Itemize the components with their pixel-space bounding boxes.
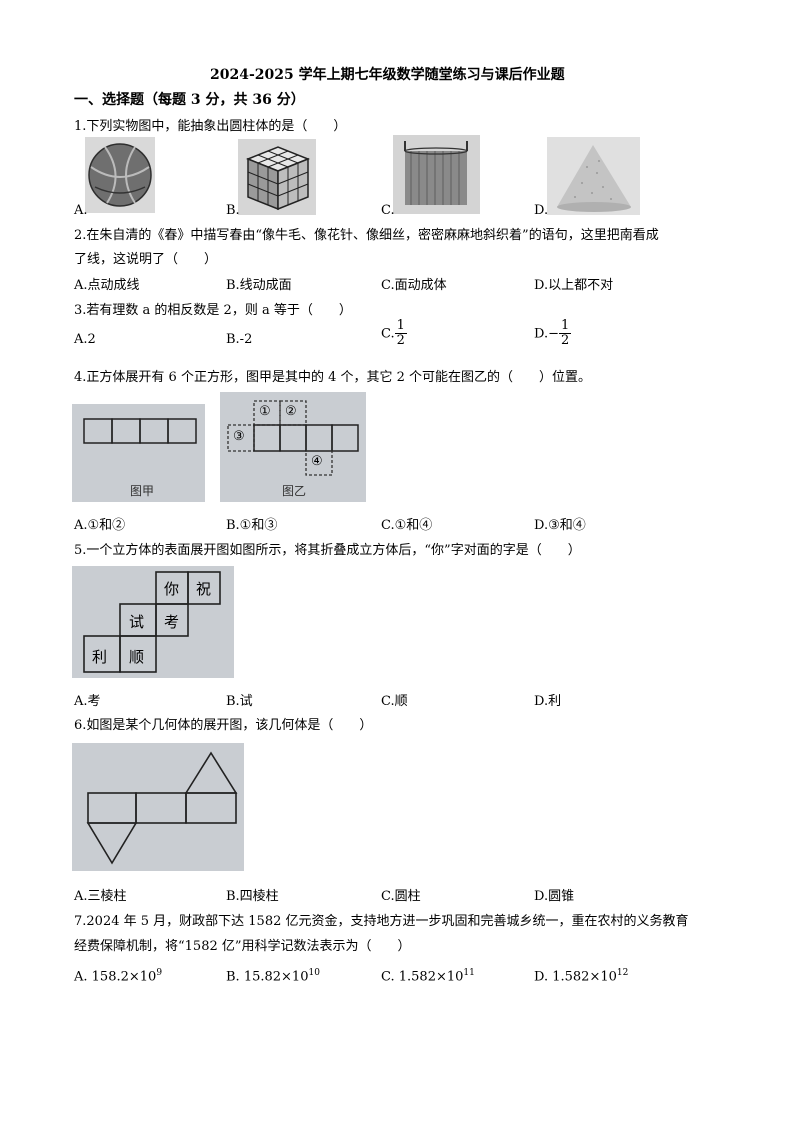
q7-option-c-exponent: 11 <box>463 968 475 978</box>
fraction-denominator: 2 <box>560 333 570 349</box>
q4-option-d: D.③和④ <box>534 518 586 533</box>
page-title: 2024-2025 学年上期七年级数学随堂练习与课后作业题 <box>210 67 565 83</box>
question-3-stem: 3.若有理数 a 的相反数是 2，则 a 等于（ ） <box>74 303 352 318</box>
q7-option-c-base: C. 1.582×10 <box>381 969 464 985</box>
fraction-numerator: 1 <box>558 318 572 335</box>
q5-option-a: A.考 <box>74 694 101 709</box>
q1-option-c: C. <box>381 203 395 218</box>
cylindrical-container-photo <box>393 135 480 214</box>
q3-option-d-label: D.− <box>534 326 559 342</box>
q6-option-b: B.四棱柱 <box>226 889 279 904</box>
q7-option-a-base: A. 158.2×10 <box>74 969 157 985</box>
prism-net-figure <box>72 743 244 871</box>
figure-jia: 图甲 <box>72 404 205 502</box>
question-2-stem-line2: 了线，这说明了（ ） <box>74 252 218 267</box>
figure-yi-label: 图乙 <box>282 484 307 498</box>
q7-option-a-exponent: 9 <box>156 968 163 978</box>
q5-option-b: B.试 <box>226 694 253 709</box>
question-1-stem: 1.下列实物图中，能抽象出圆柱体的是（ ） <box>74 119 347 134</box>
question-4-stem: 4.正方体展开有 6 个正方形，图甲是其中的 4 个，其它 2 个可能在图乙的（… <box>74 370 592 385</box>
q2-option-c: C.面动成体 <box>381 278 447 293</box>
section-heading: 一、选择题（每题 3 分，共 36 分） <box>74 92 305 108</box>
q6-option-c: C.圆柱 <box>381 889 421 904</box>
position-3: ③ <box>233 429 245 444</box>
q3-option-c-label: C. <box>381 326 395 342</box>
q7-option-b-base: B. 15.82×10 <box>226 969 309 985</box>
q3-option-a: A.2 <box>74 332 96 347</box>
q3-option-b: B.-2 <box>226 332 253 347</box>
q7-option-b-exponent: 10 <box>308 968 320 978</box>
q7-option-c: C. 1.582×1011 <box>381 968 475 984</box>
question-7-stem-line2: 经费保障机制，将“1582 亿”用科学记数法表示为（ ） <box>74 939 411 954</box>
net-char-kao: 考 <box>164 613 180 631</box>
position-4: ④ <box>311 454 323 469</box>
q1-option-b: B. <box>226 203 240 218</box>
rubiks-cube-photo <box>238 139 316 215</box>
position-1: ① <box>259 404 271 419</box>
q7-option-a: A. 158.2×109 <box>74 968 162 984</box>
q2-option-d: D.以上都不对 <box>534 278 614 293</box>
basketball-photo <box>85 137 155 213</box>
net-char-ni: 你 <box>164 580 180 598</box>
fraction-denominator: 2 <box>396 333 405 349</box>
net-char-li: 利 <box>92 648 108 666</box>
net-char-shun: 顺 <box>129 648 145 666</box>
q4-option-c: C.①和④ <box>381 518 433 533</box>
net-char-shi: 试 <box>129 613 145 631</box>
figure-jia-label: 图甲 <box>130 484 155 498</box>
fraction-numerator: 1 <box>394 318 407 335</box>
q1-option-d: D. <box>534 203 549 218</box>
q6-option-d: D.圆锥 <box>534 889 575 904</box>
position-2: ② <box>285 404 297 419</box>
q4-option-a: A.①和② <box>74 518 126 533</box>
q2-option-b: B.线动成面 <box>226 278 292 293</box>
q5-option-d: D.利 <box>534 694 562 709</box>
q2-option-a: A.点动成线 <box>74 278 140 293</box>
q1-option-a: A. <box>74 203 88 218</box>
q7-option-d-exponent: 12 <box>616 968 629 978</box>
net-char-zhu: 祝 <box>196 580 212 598</box>
q6-option-a: A.三棱柱 <box>74 889 127 904</box>
q5-option-c: C.顺 <box>381 694 408 709</box>
q7-option-d: D. 1.582×1012 <box>534 968 628 984</box>
question-6-stem: 6.如图是某个几何体的展开图，该几何体是（ ） <box>74 718 373 733</box>
question-2-stem-line1: 2.在朱自清的《春》中描写春由“像牛毛、像花针、像细丝，密密麻麻地斜织着”的语句… <box>74 228 659 243</box>
cone-shaped-object-photo <box>547 137 640 215</box>
question-7-stem-line1: 7.2024 年 5 月，财政部下达 1582 亿元资金，支持地方进一步巩固和完… <box>74 914 689 929</box>
q7-option-b: B. 15.82×1010 <box>226 968 320 984</box>
figure-yi: ① ② ③ ④ 图乙 <box>220 392 366 502</box>
question-5-stem: 5.一个立方体的表面展开图如图所示，将其折叠成立方体后，“你”字对面的字是（ ） <box>74 543 581 558</box>
cube-net-figure: 你 祝 试 考 利 顺 <box>72 566 234 678</box>
q7-option-d-base: D. 1.582×10 <box>534 969 617 985</box>
q4-option-b: B.①和③ <box>226 518 278 533</box>
